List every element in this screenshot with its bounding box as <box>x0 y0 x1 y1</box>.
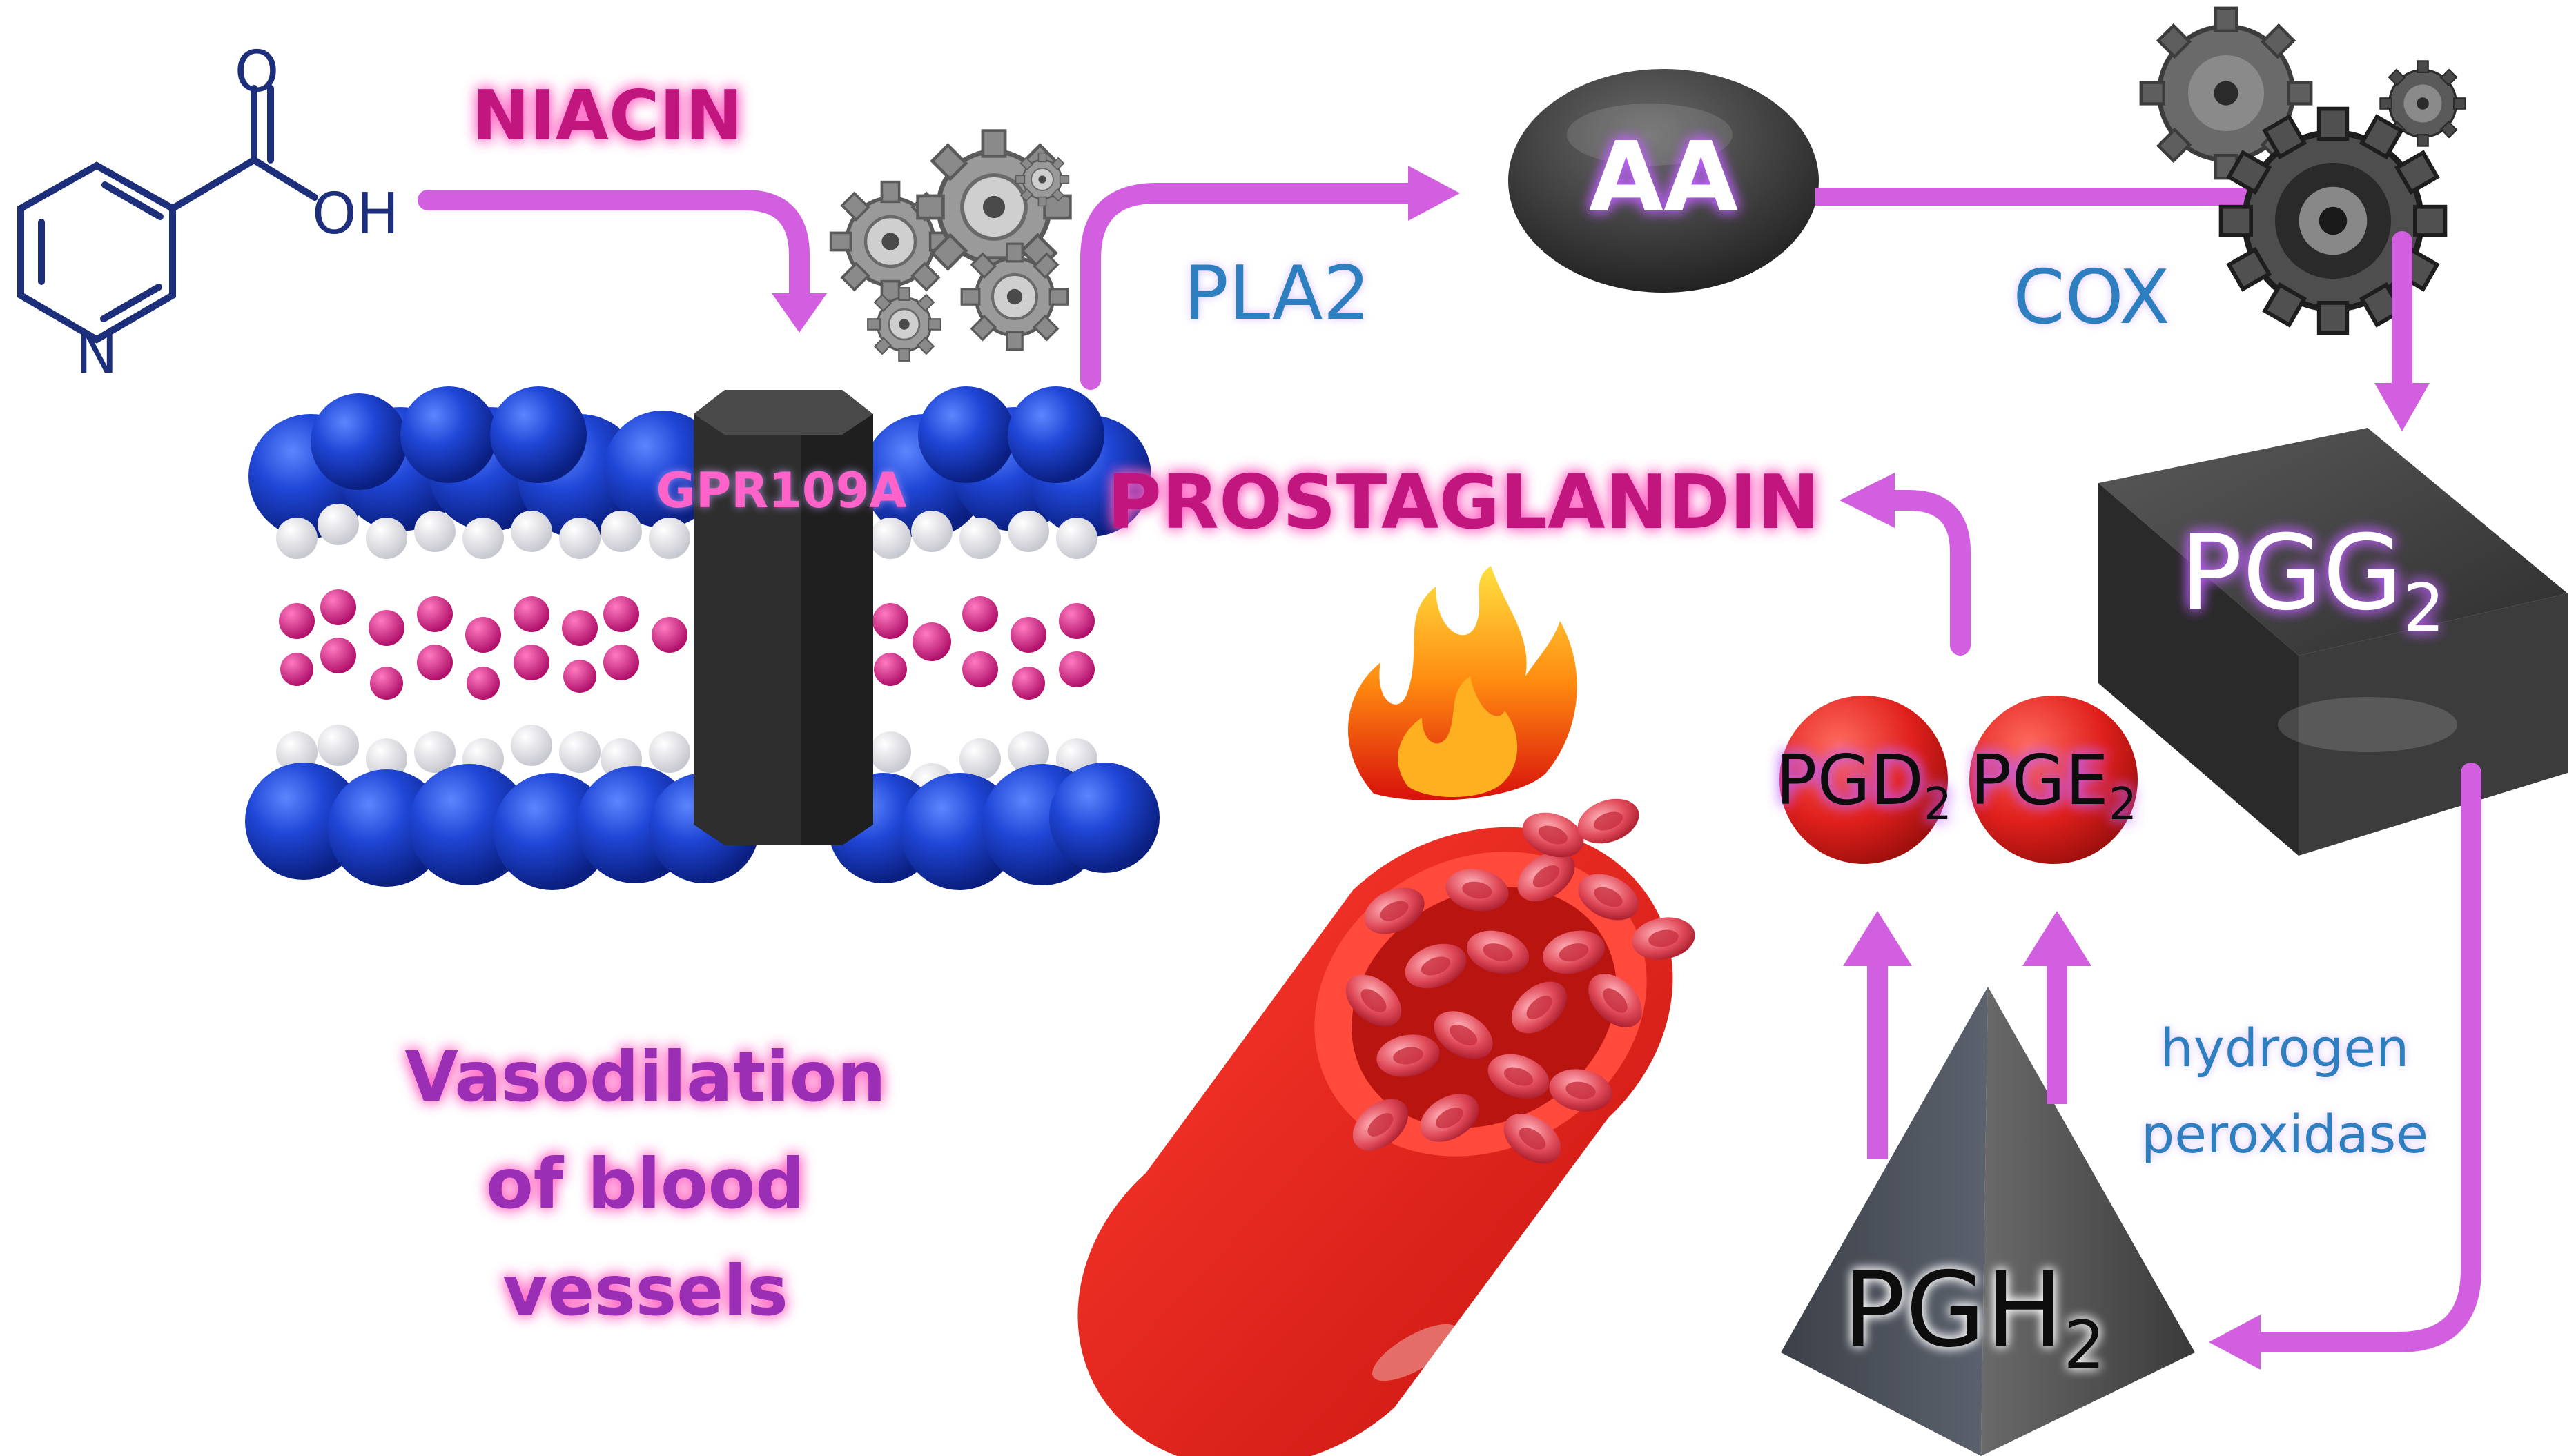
hydrogen-peroxidase-line2: peroxidase <box>2141 1103 2428 1165</box>
pla2-label: PLA2 <box>1184 250 1370 337</box>
pge2-label: PGE2 <box>1970 740 2137 830</box>
pgd2-label: PGD2 <box>1775 740 1952 830</box>
hydroxyl-label: OH <box>312 181 399 247</box>
vasodilation-line2: of blood <box>486 1143 805 1224</box>
pgd2-sphere <box>1779 696 1948 864</box>
pgg2-label: PGG2 <box>2180 513 2444 647</box>
aa-label: AA <box>1589 121 1739 234</box>
ring-nitrogen-label: N <box>75 321 117 386</box>
hydrogen-peroxidase-line1: hydrogen <box>2160 1017 2410 1079</box>
pgg2-to-pgh2-arrow <box>2209 763 2481 1370</box>
niacin-to-receptor-arrow <box>418 190 827 333</box>
gpr109a-receptor <box>694 390 873 845</box>
pgh2-to-prostanoids-arrows <box>1843 911 2091 1159</box>
cox-to-pgg2-arrow <box>2374 231 2430 431</box>
cell-membrane <box>245 386 1160 890</box>
prostaglandin-label: PROSTAGLANDIN <box>1107 460 1819 546</box>
prostanoids-to-prostaglandin-arrow <box>1840 473 1971 656</box>
carbonyl-oxygen-label: O <box>235 39 280 105</box>
pgg2-block <box>2098 428 2568 856</box>
gpr109a-label: GPR109A <box>656 462 907 519</box>
gear-cluster-right-icon <box>2139 6 2466 335</box>
gear-cluster-left-icon <box>831 131 1071 362</box>
pla2-arrow <box>1080 166 1460 390</box>
cox-label: COX <box>2013 255 2170 341</box>
vasodilation-line1: Vasodilation <box>404 1036 886 1117</box>
niacin-label: NIACIN <box>472 75 743 156</box>
pgh2-pyramid <box>1781 987 2195 1456</box>
niacin-molecule <box>17 85 318 344</box>
arachidonic-acid-node <box>1508 69 1819 293</box>
pgh2-label: PGH2 <box>1843 1250 2105 1384</box>
vasodilation-line3: vessels <box>502 1250 788 1331</box>
pge2-sphere <box>1969 696 2138 864</box>
flame-icon <box>1347 566 1577 800</box>
